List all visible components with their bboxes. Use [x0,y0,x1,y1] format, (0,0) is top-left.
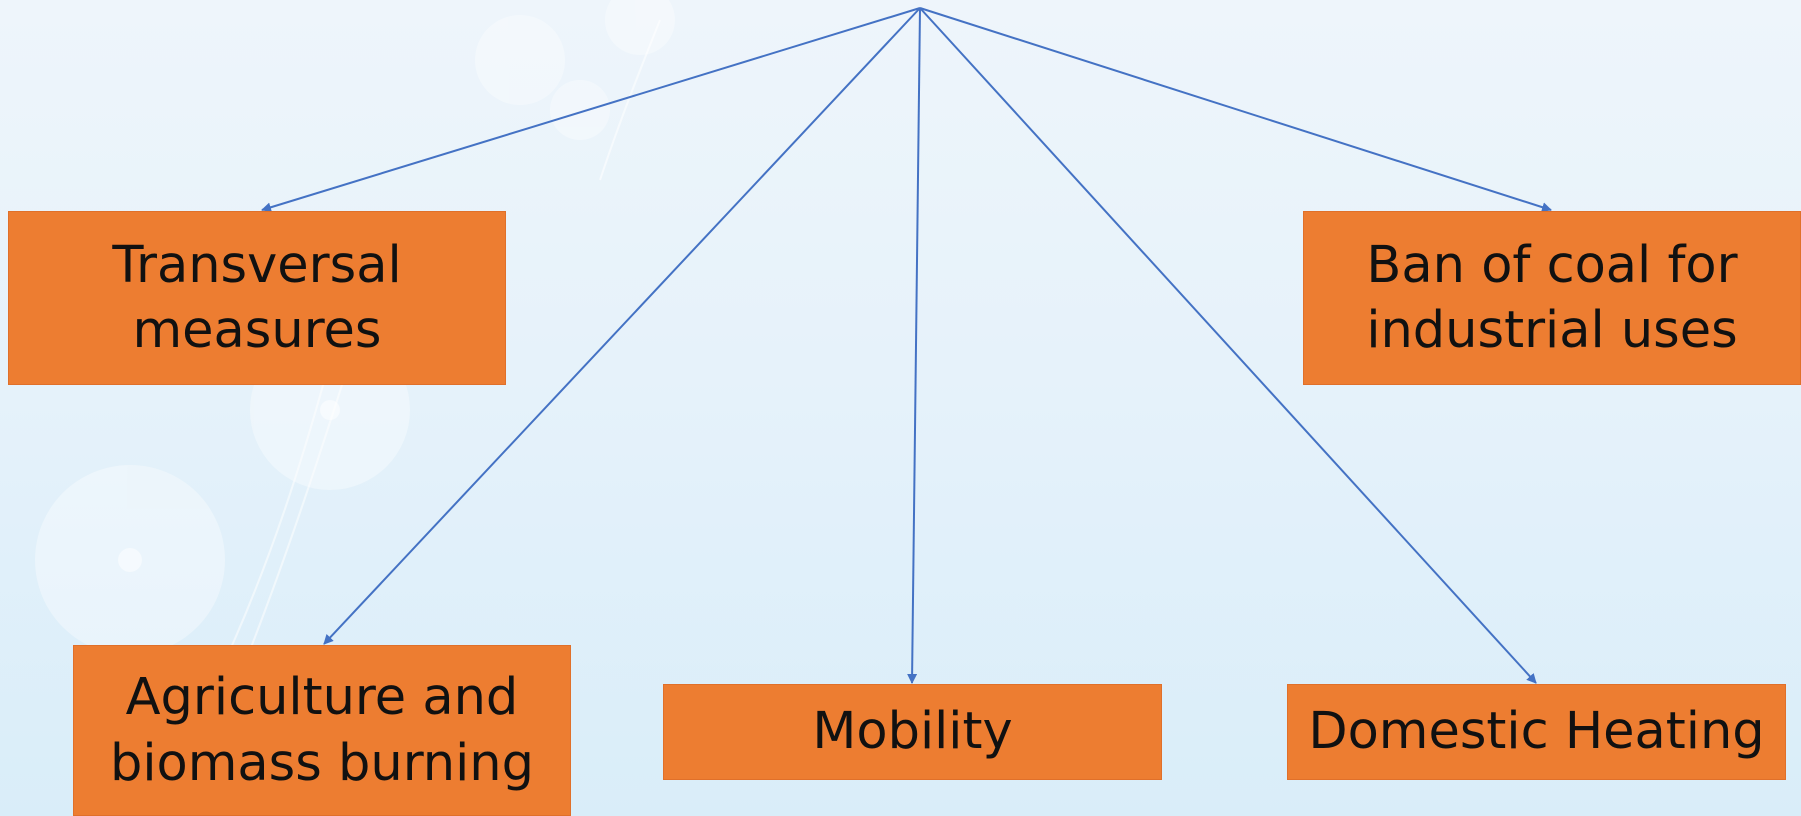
transversal-measures-box: Transversal measures [8,211,506,385]
coal-ban-box: Ban of coal for industrial uses [1303,211,1801,385]
arrow-to-coal [919,7,1552,213]
arrow-to-heating [919,7,1537,684]
agriculture-biomass-box: Agriculture and biomass burning [73,645,571,816]
arrow-to-agriculture [323,7,921,645]
mobility-box: Mobility [663,684,1162,780]
arrow-to-transversal [261,7,921,213]
arrow-to-mobility [907,7,921,684]
domestic-heating-box: Domestic Heating [1287,684,1786,780]
